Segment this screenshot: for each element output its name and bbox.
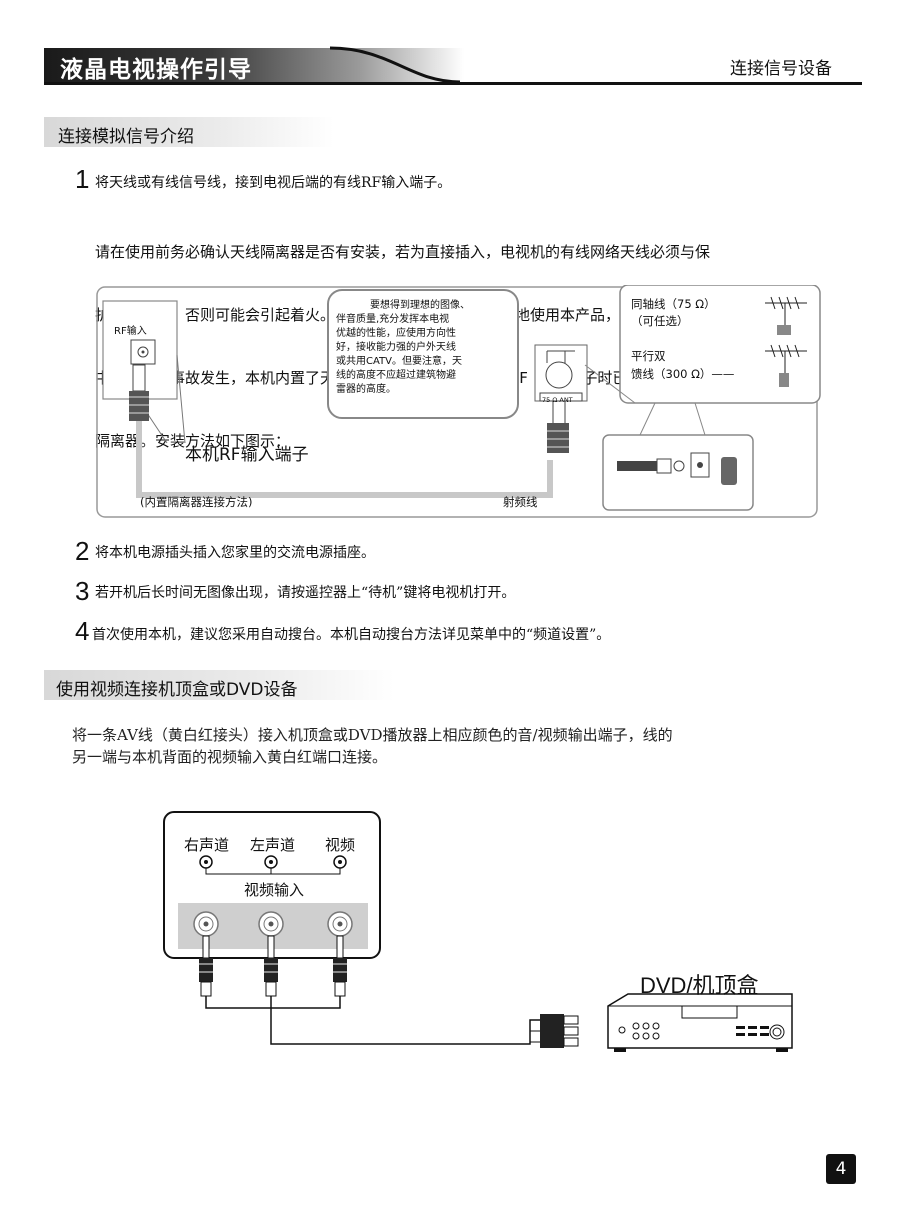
section1-title: 连接模拟信号介绍 <box>58 127 194 147</box>
section2-para-line: 将一条AV线（黄白红接头）接入机顶盒或DVD播放器上相应颜色的音/视频输出端子，… <box>72 726 673 744</box>
step1-para-line: 隔离器。安装方法如下图示： <box>95 432 291 450</box>
header-bar <box>44 48 464 84</box>
section2-title: 使用视频连接机顶盒或DVD设备 <box>56 680 298 700</box>
rf-port-caption: 本机RF输入端子 <box>185 445 309 465</box>
right-audio-label: 右声道 <box>184 836 230 854</box>
step2-number: 2 <box>75 536 90 566</box>
note-line: 优越的性能，应使用方向性 <box>336 328 456 339</box>
isolator-method-label: (内置隔离器连接方法) <box>140 495 253 509</box>
step4-text: 首次使用本机，建议您采用自动搜台。本机自动搜台方法详见菜单中的“频道设置”。 <box>92 627 611 643</box>
antenna-connection-diagram <box>96 285 821 518</box>
note-line: 雷器的高度。 <box>336 384 396 395</box>
ant-label: 75 Ω ANT <box>542 396 573 404</box>
note-line: 要想得到理想的图像、 <box>370 300 470 311</box>
step3-number: 3 <box>75 576 90 606</box>
coax-line: 同轴线（75 Ω） <box>631 297 716 311</box>
page-section-label: 连接信号设备 <box>730 59 832 79</box>
coax-line: （可任选） <box>631 314 689 328</box>
step1-number: 1 <box>75 164 90 194</box>
header-swoosh <box>330 46 461 84</box>
step1-text: 将天线或有线信号线，接到电视后端的有线RF输入端子。 <box>95 175 452 191</box>
note-line: 伴音质量,充分发挥本电视 <box>336 314 450 325</box>
coax-label: 同轴线（75 Ω） （可任选） <box>631 296 716 330</box>
video-input-label: 视频输入 <box>244 881 305 899</box>
antenna-note: 要想得到理想的图像、 伴音质量,充分发挥本电视 优越的性能，应使用方向性 好，接… <box>336 299 516 397</box>
rf-cable-label: 射频线 <box>503 495 538 509</box>
step2-text: 将本机电源插头插入您家里的交流电源插座。 <box>95 545 375 561</box>
dvd-device-label: DVD/机顶盒 <box>640 973 759 998</box>
section2-para-line: 另一端与本机背面的视频输入黄白红端口连接。 <box>72 748 388 766</box>
av-connection-diagram <box>163 811 793 1052</box>
note-line: 好，接收能力强的户外天线 <box>336 342 456 353</box>
parallel-feeder-label: 平行双 馈线（300 Ω）—— <box>631 347 734 383</box>
step4-number: 4 <box>75 616 90 646</box>
video-label: 视频 <box>325 836 356 854</box>
step1-para-line: 请在使用前务必确认天线隔离器是否有安装，若为直接插入，电视机的有线网络天线必须与… <box>95 243 711 261</box>
note-line: 线的高度不应超过建筑物避 <box>336 370 456 381</box>
section1-bar <box>44 117 334 147</box>
step3-text: 若开机后长时间无图像出现，请按遥控器上“待机”键将电视机打开。 <box>95 585 516 601</box>
note-line: 或共用CATV。但要注意，天 <box>336 356 462 367</box>
parallel-line: 平行双 <box>631 349 666 363</box>
left-audio-label: 左声道 <box>250 836 296 854</box>
section2-bar <box>44 670 394 700</box>
parallel-line: 馈线（300 Ω）—— <box>631 367 735 381</box>
header-divider <box>44 82 862 85</box>
rf-input-label: RF输入 <box>114 326 147 337</box>
section2-paragraph: 将一条AV线（黄白红接头）接入机顶盒或DVD播放器上相应颜色的音/视频输出端子，… <box>72 724 673 768</box>
page-title: 液晶电视操作引导 <box>60 57 252 83</box>
page-number: 4 <box>826 1154 856 1184</box>
